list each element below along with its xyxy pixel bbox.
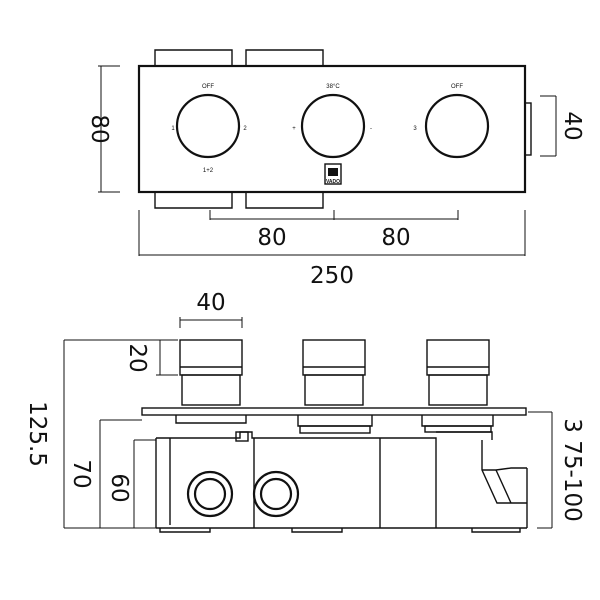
- dim-handle-width-line: [179, 317, 243, 328]
- inlet-left-outer: [186, 470, 234, 518]
- knob-left-left-label: 1: [171, 126, 175, 132]
- handle-right: [426, 339, 490, 406]
- dim-wall-range-line: [528, 411, 553, 529]
- front-view: OFF 1 2 1+2 38°C + - OFF 3 VADO 80 40 80…: [86, 49, 585, 289]
- knob-base-right-lower: [424, 425, 492, 433]
- knob-left-right-label: 2: [243, 126, 247, 132]
- knob-right-top-label: OFF: [451, 84, 463, 90]
- logo-text: VADO: [326, 179, 340, 185]
- dim-knob-line: [540, 95, 557, 157]
- top-left-bracket: [154, 49, 233, 66]
- dim-body-60-line: [133, 439, 156, 528]
- dim-overall-height-label: 125.5: [24, 401, 50, 467]
- logo-box: [324, 163, 342, 185]
- knob-base-center: [297, 415, 373, 427]
- dim-spacing-right-label: 80: [381, 225, 410, 251]
- handle-center: [302, 339, 366, 406]
- knob-center: [300, 93, 366, 159]
- dim-height-label: 80: [86, 114, 112, 143]
- knob-right-left-label: 3: [413, 126, 417, 132]
- dim-wall-range-label: 3 75-100: [559, 418, 585, 521]
- knob-right: [424, 93, 490, 159]
- handle-left: [179, 339, 243, 406]
- dim-spacing-left-label: 80: [257, 225, 286, 251]
- bottom-right-bracket: [245, 192, 324, 209]
- inlet-right-outer: [252, 470, 300, 518]
- inlet-left-inner: [193, 477, 227, 511]
- dim-body-60-label: 60: [106, 473, 132, 502]
- bottom-left-bracket: [154, 192, 233, 209]
- inlet-right-inner: [259, 477, 293, 511]
- dim-knob-label: 40: [559, 111, 585, 140]
- dim-height-line: [98, 65, 120, 193]
- knob-left-bottom-label: 1+2: [203, 168, 214, 174]
- dim-body-70-line: [99, 419, 142, 528]
- knob-base-center-lower: [299, 425, 371, 434]
- dim-body-70-label: 70: [68, 459, 94, 488]
- dim-width-label: 250: [310, 263, 354, 289]
- knob-base-left: [175, 415, 247, 424]
- top-right-bracket: [245, 49, 324, 66]
- valve-body: [155, 431, 528, 533]
- faceplate-edge: [524, 102, 532, 156]
- dim-spacing-line: [209, 210, 459, 220]
- logo-mark: [328, 168, 338, 176]
- dim-handle-height-label: 20: [124, 343, 150, 372]
- dim-handle-height-line: [156, 339, 178, 376]
- side-view: 40 20: [24, 290, 585, 533]
- knob-left-top-label: OFF: [202, 84, 214, 90]
- knob-center-top-label: 38°C: [326, 84, 340, 90]
- faceplate-profile: [141, 407, 527, 416]
- dim-width-line: [138, 210, 526, 256]
- knob-center-right-label: -: [370, 126, 372, 132]
- knob-center-left-label: +: [292, 126, 296, 132]
- knob-base-right: [421, 415, 494, 427]
- dim-overall-height-line: [63, 339, 178, 529]
- dim-handle-width-label: 40: [196, 290, 225, 316]
- knob-left: [175, 93, 241, 159]
